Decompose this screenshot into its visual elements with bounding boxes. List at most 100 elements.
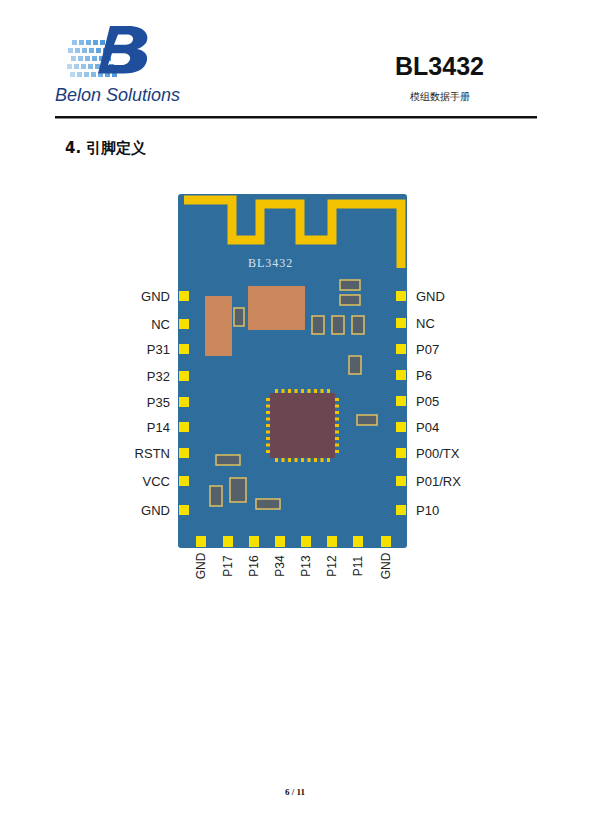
pin-name: P12 [325,555,339,576]
pin-name: GND [194,553,208,580]
pin-name: GND [416,289,445,304]
silkscreen-text: BL3432 [248,256,293,271]
pin-name: GND [141,289,170,304]
logo-square [81,64,86,69]
module-board: BL3432 [178,194,407,548]
logo-square [82,48,87,53]
pin-pad [223,536,233,547]
chip-pin [335,424,339,427]
chip-pin [327,458,330,462]
chip-pin [335,450,339,453]
logo-square [75,48,80,53]
logo-square [86,40,91,45]
logo-square [91,72,96,77]
pin-name: GND [379,553,393,580]
pin-pad [327,536,337,547]
chip-pin [266,450,270,453]
logo-letter-shape [98,26,147,74]
crystal [205,296,232,356]
pin-name: NC [151,317,170,332]
pin-pad [396,370,406,380]
logo-square [71,56,76,61]
chip-pin [288,458,291,462]
chip-pin [335,411,339,414]
pin-name: P31 [147,342,170,357]
pin-pad [396,318,406,328]
pin-pad [179,371,189,381]
header-rule [55,116,537,119]
pin-name: RSTN [135,446,170,461]
chip-pin [301,458,304,462]
pin-name: P14 [147,420,170,435]
page-number: 6 / 11 [285,787,305,797]
chip-pin [266,398,270,401]
model-name: BL3432 [395,52,484,81]
main-chip [270,393,335,458]
pin-pad [301,536,311,547]
chip-pin [301,389,304,393]
logo-square [85,56,90,61]
pin-name: P04 [416,420,439,435]
smd-component [230,478,246,502]
pin-name: P32 [147,369,170,384]
logo-square [74,64,79,69]
logo-square [67,64,72,69]
chip-pin [288,389,291,393]
pin-name: VCC [143,474,170,489]
chip-pin [335,437,339,440]
chip-pin [335,405,339,408]
smd-component [210,486,222,506]
chip-pin [308,458,311,462]
smd-component [312,316,324,334]
smd-component [349,356,361,374]
pin-name: P10 [416,503,439,518]
pin-pad [179,476,189,486]
chip-pin [314,458,317,462]
pin-name: P00/TX [416,446,459,461]
pin-pad [353,536,363,547]
pin-pad [396,448,406,458]
chip-pin [335,431,339,434]
chip-pin [308,389,311,393]
pin-pad [179,291,189,301]
pin-name: GND [141,503,170,518]
logo-square [79,40,84,45]
pin-name: P6 [416,368,432,383]
pin-name: NC [416,316,435,331]
pin-pad [396,344,406,354]
logo-square [89,48,94,53]
pin-pad [179,397,189,407]
pin-pad [381,536,391,547]
section-heading: 4. 引脚定义 [65,139,146,158]
pin-pad [396,396,406,406]
logo-square [70,72,75,77]
smd-component [256,499,280,509]
chip-pin [335,444,339,447]
chip-pin [266,411,270,414]
pin-pad [179,319,189,329]
logo-square [72,40,77,45]
pin-name: P07 [416,342,439,357]
chip-pin [282,458,285,462]
logo-square [78,56,83,61]
pin-name: P35 [147,395,170,410]
chip-pin [282,389,285,393]
chip-pin [327,389,330,393]
pin-pad [196,536,206,547]
pin-pad [249,536,259,547]
logo-square [77,72,82,77]
pin-pad [396,291,406,301]
smd-component [234,308,244,326]
pin-name: P16 [247,555,261,576]
pin-pad [396,476,406,486]
pin-pad [275,536,285,547]
pin-name: P11 [351,556,365,576]
smd-component [357,415,377,425]
chip-pin [266,431,270,434]
smd-component [332,316,344,334]
logo-square [96,48,101,53]
chip-pin [321,389,324,393]
company-name: Belon Solutions [55,85,180,106]
